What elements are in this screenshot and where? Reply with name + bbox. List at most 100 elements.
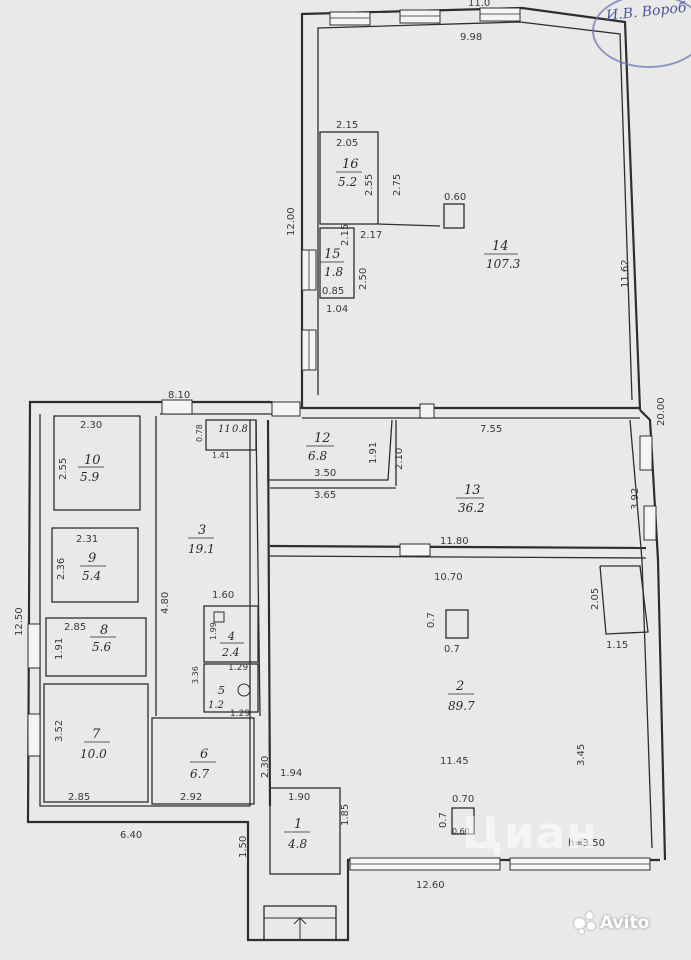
dimension-label: 0.60 (452, 827, 470, 836)
dimension-label: 8.10 (168, 390, 190, 401)
room-area: 10.0 (80, 747, 107, 761)
dimension-label: 1.91 (368, 442, 379, 464)
dimension-label: 2.55 (58, 458, 69, 480)
dimension-label: 1.41 (212, 451, 230, 460)
room-area: 36.2 (458, 501, 485, 515)
room-area: 2.4 (221, 646, 240, 659)
dimension-label: 1.60 (212, 590, 234, 601)
dimension-label: 0.60 (444, 192, 466, 203)
dimension-label: 1.99 (209, 622, 218, 640)
dimension-label: 2.31 (76, 534, 98, 545)
room-number: 15 (324, 247, 341, 262)
dimension-label: 1.90 (288, 792, 310, 803)
upper-block-walls (300, 6, 642, 419)
dimension-label: 20.00 (656, 397, 667, 426)
dimension-label: 1.15 (606, 640, 628, 651)
room-labels: 16 5.2 15 1.8 14 107.3 10 5.9 11 0.8 12 … (78, 157, 521, 851)
dimension-label: 2.30 (80, 420, 102, 431)
avito-watermark: Avito (574, 912, 649, 934)
dimension-label: 0.85 (322, 286, 344, 297)
room-area: 4.8 (287, 837, 307, 851)
dimension-label: 4.80 (160, 592, 171, 614)
room-area: 5.9 (80, 470, 99, 484)
dimension-label: h=3.50 (568, 838, 605, 849)
room-area: 1.2 (208, 700, 224, 711)
room-number: 13 (464, 483, 481, 498)
dimension-label: 2.15 (336, 120, 358, 131)
room-number: 16 (342, 157, 359, 172)
room-number: 11 (218, 424, 231, 435)
room-number: 2 (455, 679, 464, 694)
dimension-label: 0.7 (438, 812, 449, 828)
room-number: 9 (88, 551, 96, 566)
room-area: 107.3 (486, 257, 521, 271)
dimension-label: 2.30 (260, 756, 271, 778)
dimension-label: 11.80 (440, 536, 469, 547)
room-number: 1 (294, 817, 302, 832)
dimension-label: 2.36 (56, 558, 67, 580)
dimension-label: 3.45 (576, 744, 587, 766)
dimension-label: 1.04 (326, 304, 348, 315)
room-area: 1.8 (324, 265, 343, 279)
room-area: 5.4 (82, 569, 101, 583)
room-number: 14 (492, 239, 509, 254)
dimension-label: 11.0 (468, 0, 490, 9)
dimension-label: 2.15 (340, 224, 351, 246)
dimension-label: 2.17 (360, 230, 382, 241)
room-area: 6.8 (308, 449, 327, 463)
dimension-label: 2.55 (364, 174, 375, 196)
dimension-label: 11.62 (620, 259, 631, 288)
room-number: 5 (218, 684, 225, 697)
dimension-label: 6.40 (120, 830, 142, 841)
dimension-labels: 11.0 9.98 2.15 2.05 2.55 2.75 0.60 12.00… (14, 0, 667, 891)
dimension-label: 12.50 (14, 607, 25, 636)
dimension-label: 3.92 (630, 488, 641, 510)
dimension-label: 1.50 (238, 836, 249, 858)
room-number: 4 (227, 630, 235, 643)
dimension-label: 2.50 (358, 268, 369, 290)
cian-watermark: Циан (462, 808, 598, 859)
room-number: 10 (84, 453, 101, 468)
dimension-label: 0.7 (444, 644, 460, 655)
dimension-label: 12.00 (286, 207, 297, 236)
dimension-label: 11.45 (440, 756, 469, 767)
dimension-label: 1.85 (340, 804, 351, 826)
room-number: 8 (100, 623, 108, 638)
dimension-label: 2.05 (590, 588, 601, 610)
dimension-label: 2.10 (394, 448, 405, 470)
top-windows (301, 7, 521, 371)
dimension-label: 3.65 (314, 490, 336, 501)
dimension-label: 2.85 (68, 792, 90, 803)
room-area: 5.2 (338, 175, 357, 189)
dimension-label: 9.98 (460, 32, 482, 43)
dimension-label: 1.29 (230, 709, 250, 719)
dimension-label: 10.70 (434, 572, 463, 583)
dimension-label: 1.94 (280, 768, 302, 779)
stamp-seal (592, 0, 691, 68)
room-area: 89.7 (448, 699, 475, 713)
room-number: 6 (200, 747, 208, 762)
dimension-label: 2.75 (392, 174, 403, 196)
dimension-label: 2.92 (180, 792, 202, 803)
dimension-label: 3.52 (54, 720, 65, 742)
room-number: 3 (198, 523, 206, 538)
room-number: 12 (314, 431, 331, 446)
room-number: 7 (92, 727, 101, 742)
dimension-label: 1.91 (54, 638, 65, 660)
dimension-label: 3.50 (314, 468, 336, 479)
lower-windows (27, 399, 657, 871)
dimension-label: 3.36 (191, 666, 200, 684)
left-block-walls (26, 400, 667, 942)
room-area: 5.6 (92, 640, 111, 654)
dimension-label: 0.7 (426, 612, 437, 628)
avito-logo-icon (574, 912, 596, 934)
dimension-label: 2.85 (64, 622, 86, 633)
avito-label: Avito (600, 913, 650, 933)
dimension-label: 2.05 (336, 138, 358, 149)
dimension-label: 12.60 (416, 880, 445, 891)
room-area: 6.7 (190, 767, 209, 781)
room-area: 19.1 (188, 542, 215, 556)
room-area: 0.8 (232, 424, 248, 435)
dimension-label: 0.78 (195, 424, 204, 442)
